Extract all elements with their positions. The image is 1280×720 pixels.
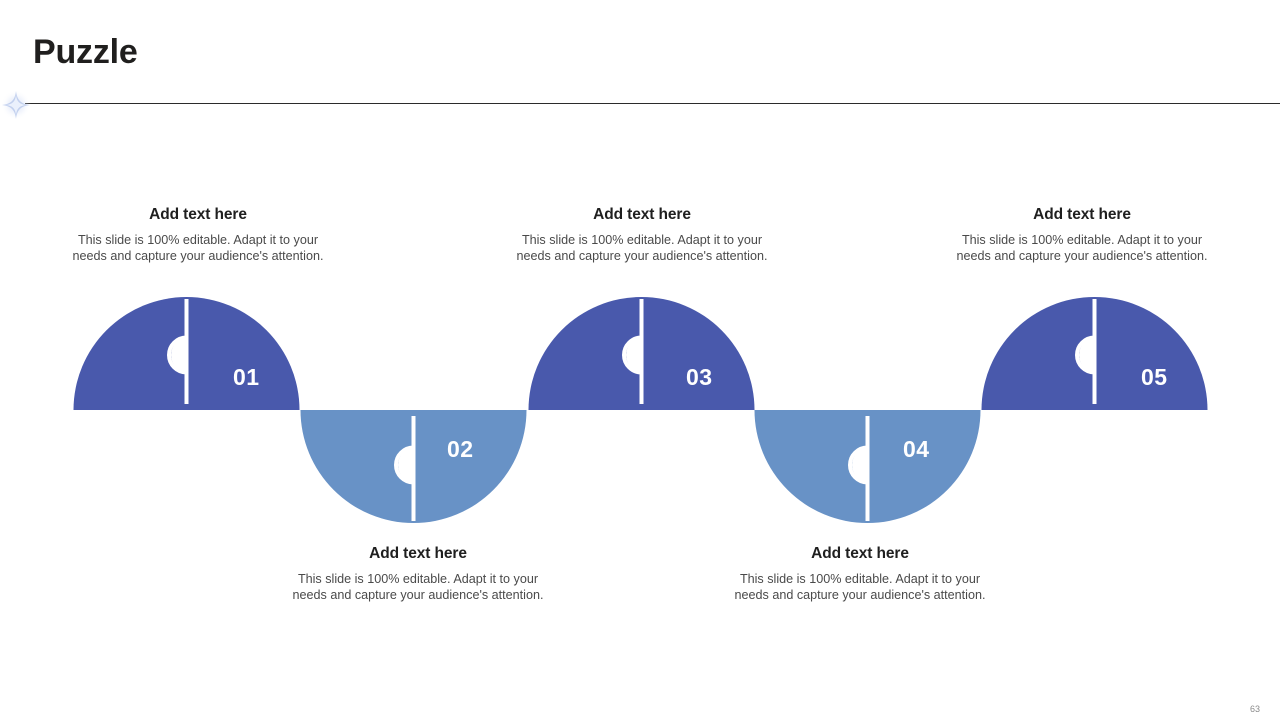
puzzle-seam-03 [626,299,644,404]
caption-03: Add text here This slide is 100% editabl… [512,206,772,264]
sparkle-icon [0,89,32,121]
caption-title-05: Add text here [1033,206,1131,223]
caption-title-03: Add text here [593,206,691,223]
caption-02: Add text here This slide is 100% editabl… [288,545,548,603]
puzzle-piece-04 [754,410,981,523]
header-divider [25,103,1280,104]
puzzle-seam-04 [852,416,870,521]
caption-body-01: This slide is 100% editable. Adapt it to… [72,233,324,263]
caption-05: Add text here This slide is 100% editabl… [952,206,1212,264]
page-number: 63 [1249,704,1260,714]
piece-number-02: 02 [447,436,474,462]
caption-04: Add text here This slide is 100% editabl… [730,545,990,603]
puzzle-piece-01 [73,297,300,410]
piece-number-04: 04 [903,436,930,462]
caption-title-04: Add text here [811,545,909,562]
caption-title-02: Add text here [369,545,467,562]
puzzle-piece-03 [528,297,755,410]
caption-title-01: Add text here [149,206,247,223]
piece-number-01: 01 [233,364,260,390]
caption-01: Add text here This slide is 100% editabl… [68,206,328,264]
puzzle-seam-05 [1079,299,1097,404]
puzzle-seam-01 [171,299,189,404]
piece-number-05: 05 [1141,364,1168,390]
page-title: Puzzle [33,33,138,71]
puzzle-piece-05 [981,297,1208,410]
puzzle-seam-02 [398,416,416,521]
caption-body-04: This slide is 100% editable. Adapt it to… [734,572,986,602]
caption-body-03: This slide is 100% editable. Adapt it to… [516,233,768,263]
puzzle-piece-02 [300,410,527,523]
caption-body-05: This slide is 100% editable. Adapt it to… [956,233,1208,263]
piece-number-03: 03 [686,364,713,390]
caption-body-02: This slide is 100% editable. Adapt it to… [292,572,544,602]
